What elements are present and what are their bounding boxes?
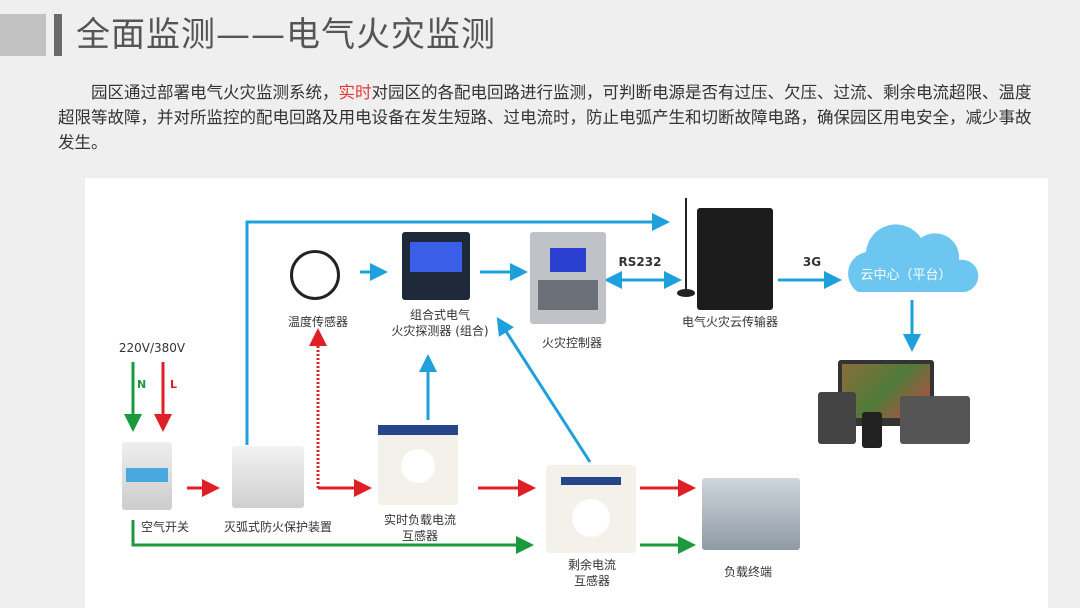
ct-residual-label: 剩余电流互感器 [568, 557, 616, 589]
cloud-label: 云中心（平台） [860, 268, 952, 283]
ct-load-label: 实时负载电流互感器 [384, 512, 456, 544]
controller-image [530, 232, 606, 324]
arrow-residual-to-detector [496, 316, 592, 463]
title-accent-bar-dark [54, 14, 62, 56]
n-label: N [137, 378, 147, 391]
l-label: L [170, 378, 178, 391]
3g-label: 3G [802, 255, 822, 269]
page-title: 全面监测——电气火灾监测 [76, 15, 496, 55]
voltage-label: 220V/380V [118, 341, 186, 355]
arc-device-label: 灭弧式防火保护装置 [223, 520, 333, 534]
ct-load-line2: 互感器 [401, 529, 439, 543]
paragraph-text: 园区通过部署电气火灾监测系统， [91, 83, 339, 102]
paragraph-highlight: 实时 [338, 83, 372, 102]
antenna-icon [677, 198, 695, 297]
ct-residual-line1: 剩余电流 [567, 558, 617, 572]
intro-paragraph: 园区通过部署电气火灾监测系统，实时对园区的各配电回路进行监测，可判断电源是否有过… [58, 80, 1038, 155]
tablet-image [818, 392, 856, 444]
detector-line1: 组合式电气 [409, 308, 470, 322]
detector-label: 组合式电气火灾探测器 (组合) [391, 307, 488, 339]
temp-sensor-image [290, 250, 340, 300]
rs232-label: RS232 [618, 255, 662, 269]
paragraph-text: 对园区的各配电回路进行监测，可判断电源是否有过压、欠压、过流、剩余电流超限、温度… [58, 83, 1032, 152]
transmitter-label: 电气火灾云传输器 [681, 315, 779, 329]
laptop-image [900, 396, 970, 444]
arc-device-image [232, 446, 304, 508]
breaker-label: 空气开关 [140, 520, 190, 534]
arrow-arc-to-transmitter [245, 213, 670, 445]
detector-line2: 火灾探测器 (组合) [391, 324, 489, 338]
controller-label: 火灾控制器 [541, 336, 603, 350]
ct-load-line1: 实时负载电流 [383, 513, 457, 527]
ct-load-image [378, 425, 458, 505]
cloud-icon [848, 224, 979, 292]
breaker-image [122, 442, 172, 510]
load-label: 负载终端 [723, 565, 773, 579]
phone-image [862, 412, 882, 448]
detector-image [402, 232, 470, 300]
transmitter-image [697, 208, 773, 310]
load-terminal-image [702, 478, 800, 550]
title-accent-bar [0, 14, 46, 56]
ct-residual-image [546, 465, 636, 553]
temp-sensor-label: 温度传感器 [287, 315, 349, 329]
ct-residual-line2: 互感器 [573, 574, 611, 588]
arrow-n-return [131, 520, 534, 554]
